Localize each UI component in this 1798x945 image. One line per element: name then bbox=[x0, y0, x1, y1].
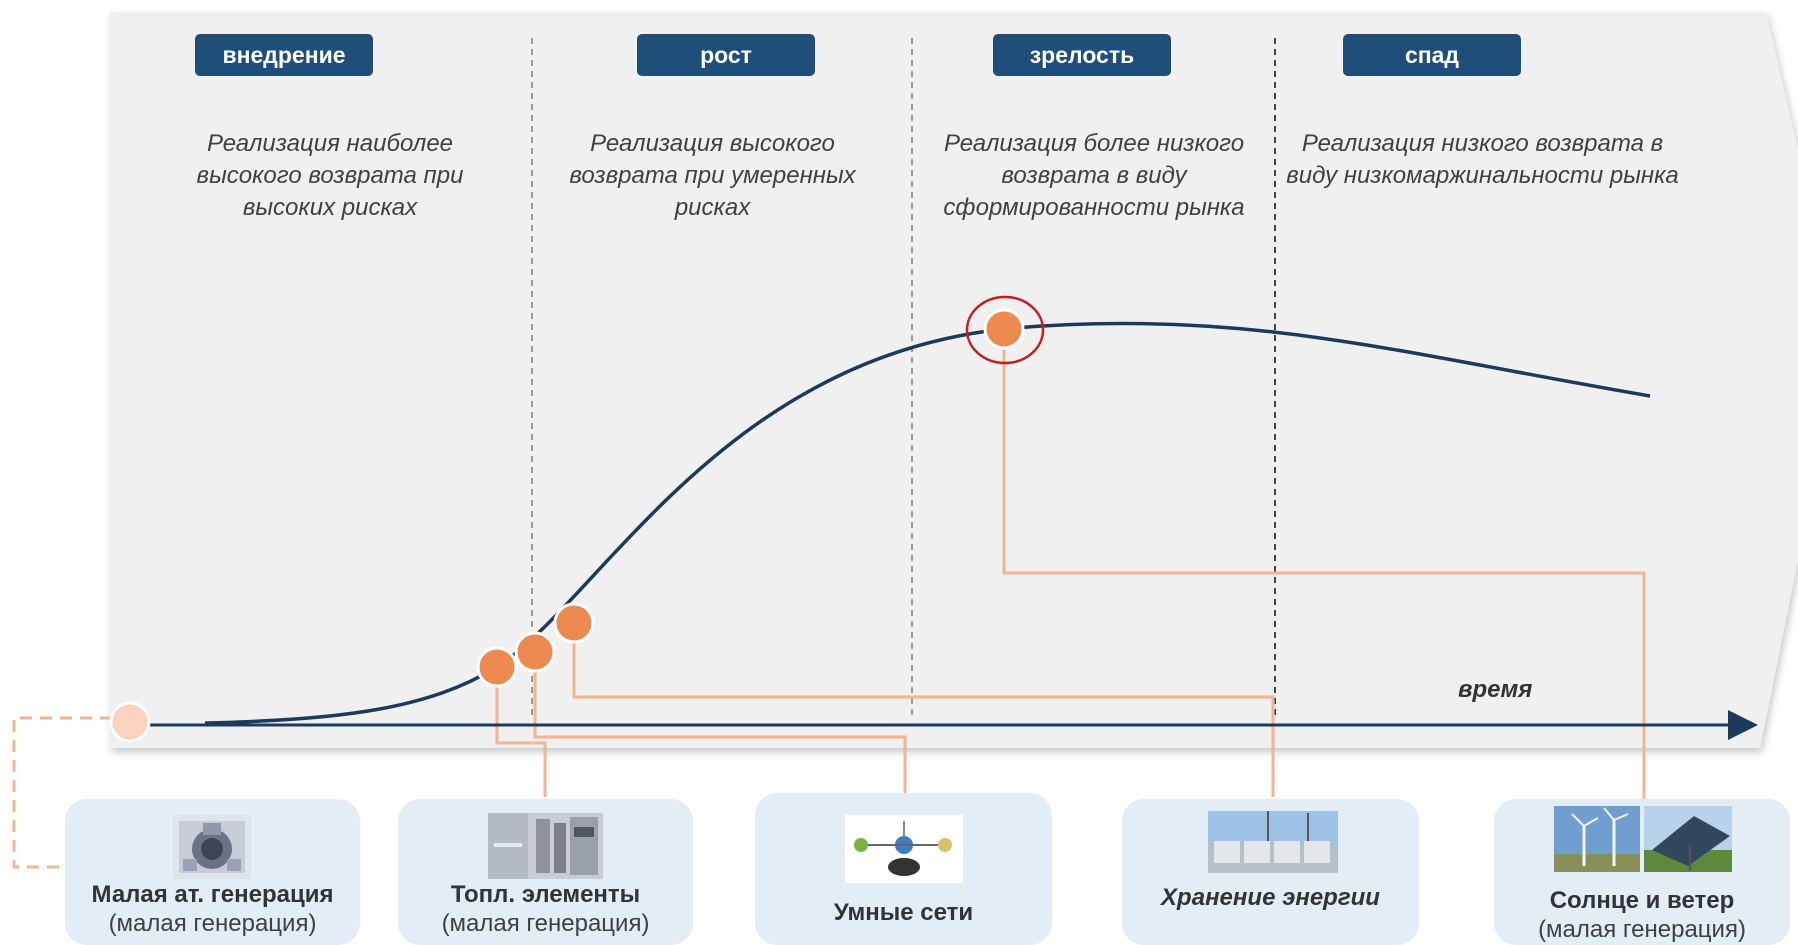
time-axis-label: время bbox=[1458, 676, 1533, 703]
dashed-connector bbox=[12, 716, 112, 869]
marker-small-nuclear bbox=[109, 701, 151, 743]
solar-wind-icon bbox=[1554, 806, 1732, 872]
tech-card-title: Малая ат. генерация bbox=[91, 881, 334, 908]
tech-card-energy-storage: Хранение энергии bbox=[1122, 799, 1419, 945]
energy-storage-icon bbox=[1208, 811, 1338, 873]
tech-card-title: Хранение энергии bbox=[1161, 884, 1380, 911]
stage-description-growth: Реализация высокого возврата при умеренн… bbox=[569, 130, 856, 221]
connector-solar-wind bbox=[1002, 329, 1646, 799]
tech-card-small-nuclear: Малая ат. генерация (малая генерация) bbox=[65, 799, 360, 945]
stage-description-introduction: Реализация наиболее высокого возврата пр… bbox=[196, 130, 464, 221]
fuel-cell-icon bbox=[488, 813, 603, 879]
tech-card-solar-wind: Солнце и ветер (малая генерация) bbox=[1494, 799, 1790, 945]
tech-card-fuel-cells: Топл. элементы (малая генерация) bbox=[398, 799, 693, 945]
tech-card-title: Топл. элементы bbox=[450, 881, 641, 908]
stage-badge-introduction: внедрение bbox=[195, 34, 373, 76]
tech-card-title: Солнце и ветер bbox=[1549, 887, 1735, 914]
tech-card-title: Умные сети bbox=[833, 899, 974, 926]
lifecycle-curve bbox=[204, 321, 1651, 725]
tech-card-subtitle: (малая генерация) bbox=[441, 910, 650, 937]
connector-energy-storage bbox=[572, 623, 1275, 797]
stage-description-maturity: Реализация более низкого возврата в виду… bbox=[943, 130, 1245, 221]
connectors bbox=[495, 329, 1646, 799]
tech-card-smart-grids: Умные сети bbox=[755, 793, 1052, 945]
marker-smart-grids bbox=[514, 631, 556, 673]
marker-solar-wind bbox=[983, 308, 1025, 350]
connector-fuel-cells bbox=[495, 667, 547, 797]
smart-grid-icon bbox=[845, 815, 963, 883]
tech-card-subtitle: (малая генерация) bbox=[108, 910, 317, 937]
background-panel bbox=[110, 12, 1798, 748]
marker-fuel-cells bbox=[476, 646, 518, 688]
marker-energy-storage bbox=[553, 602, 595, 644]
reactor-icon bbox=[173, 815, 251, 879]
stage-badge-maturity: зрелость bbox=[993, 34, 1171, 76]
stage-badge-growth: рост bbox=[637, 34, 815, 76]
highlight-ring bbox=[965, 295, 1045, 365]
connector-smart-grids bbox=[533, 652, 907, 793]
stage-description-decline: Реализация низкого возврата в виду низко… bbox=[1286, 130, 1679, 189]
tech-card-subtitle: (малая генерация) bbox=[1538, 916, 1746, 943]
stage-badge-decline: спад bbox=[1343, 34, 1521, 76]
